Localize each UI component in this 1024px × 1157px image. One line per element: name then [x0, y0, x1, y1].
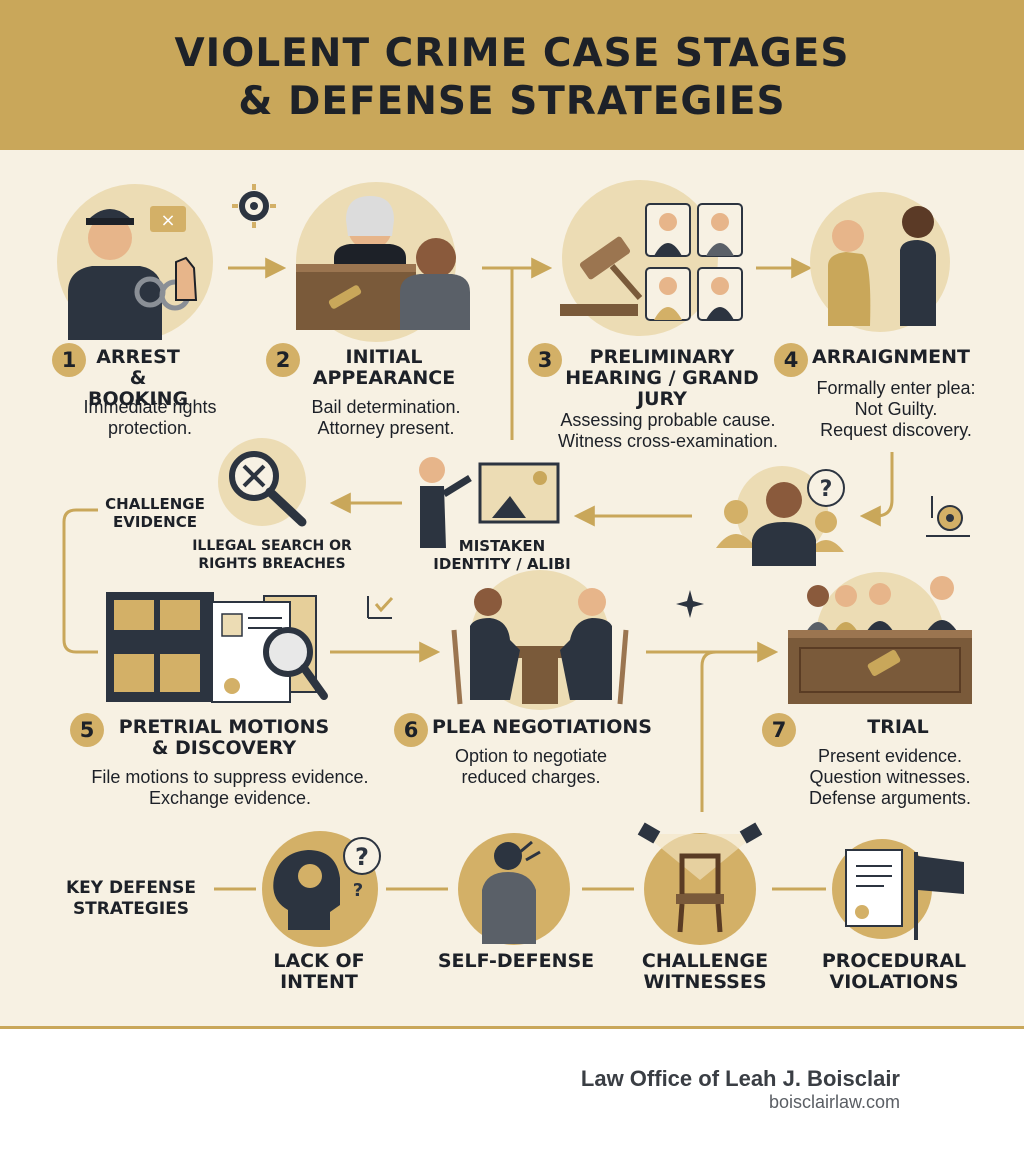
defense-lack-of-intent: LACK OF INTENT — [273, 950, 365, 993]
self-defense-icon — [458, 833, 570, 945]
stage-5-badge: 5 — [70, 713, 104, 747]
stage-2-title: INITIAL APPEARANCE — [312, 346, 456, 389]
arrow-defense-up — [700, 650, 717, 812]
judge-illustration — [296, 182, 470, 342]
stage-4-title: ARRAIGNMENT — [812, 346, 970, 368]
stage-1-description: Immediate rights protection. — [83, 397, 217, 438]
spotlight-small-icon — [926, 496, 970, 537]
defense-challenge-witnesses: CHALLENGE WITNESSES — [641, 950, 769, 993]
page-title: VIOLENT CRIME CASE STAGES & DEFENSE STRA… — [130, 30, 894, 126]
footer — [0, 1026, 1024, 1157]
hearing-illustration — [560, 180, 743, 336]
firm-name: Law Office of Leah J. Boisclair — [580, 1066, 900, 1091]
firm-url-link[interactable]: boisclairlaw.com — [768, 1092, 900, 1112]
stage-3-badge: 3 — [528, 343, 562, 377]
stage-6-description: Option to negotiate reduced charges. — [454, 746, 608, 787]
stage-5-description: File motions to suppress evidence. Excha… — [91, 767, 369, 808]
stage-6-title: PLEA NEGOTIATIONS — [432, 716, 652, 738]
question-group-illustration: ? — [716, 466, 845, 566]
mistaken-identity-label: MISTAKEN IDENTITY / ALIBI — [433, 537, 571, 573]
header-banner — [0, 0, 1024, 150]
stage-4-description: Formally enter plea: Not Guilty. Request… — [816, 378, 976, 440]
arrow-challenge-loop — [62, 508, 98, 654]
stage-4-badge: 4 — [774, 343, 808, 377]
stage-3-description: Assessing probable cause. Witness cross-… — [557, 410, 779, 451]
lack-of-intent-icon: ? ? — [262, 831, 381, 947]
arrow-2-3 — [482, 266, 514, 440]
trial-illustration — [788, 572, 972, 704]
svg-text:?: ? — [355, 843, 369, 871]
arraignment-illustration — [810, 192, 950, 332]
witness-chair-icon — [637, 822, 763, 945]
stage-5-title: PRETRIAL MOTIONS & DISCOVERY — [118, 716, 330, 759]
stage-6-badge: 6 — [394, 713, 428, 747]
arrest-illustration: × — [57, 184, 213, 340]
defense-procedural-violations: PROCEDURAL VIOLATIONS — [821, 950, 967, 993]
magnifier-x-icon — [218, 438, 307, 527]
stage-7-title: TRIAL — [867, 716, 929, 738]
svg-text:?: ? — [353, 880, 363, 901]
sparkle-icon — [676, 590, 704, 618]
challenge-evidence-label: CHALLENGE EVIDENCE — [105, 495, 205, 531]
stage-7-badge: 7 — [762, 713, 796, 747]
defense-self-defense: SELF-DEFENSE — [437, 950, 595, 972]
gear-icon — [232, 184, 276, 228]
stage-7-description: Present evidence. Question witnesses. De… — [808, 746, 972, 808]
stage-1-title: ARREST & BOOKING — [88, 346, 189, 410]
svg-text:×: × — [160, 210, 175, 231]
illegal-search-label: ILLEGAL SEARCH OR RIGHTS BREACHES — [192, 538, 352, 572]
stage-1-badge: 1 — [52, 343, 86, 377]
negotiation-illustration — [451, 570, 629, 710]
files-illustration — [106, 592, 328, 703]
title-line-1: VIOLENT CRIME CASE STAGES — [174, 31, 850, 76]
identity-illustration — [419, 457, 560, 548]
arrow-4-down — [859, 452, 894, 527]
stage-2-badge: 2 — [266, 343, 300, 377]
flow-arrows — [62, 257, 894, 891]
document-flag-icon — [832, 839, 964, 940]
stage-3-title: PRELIMINARY HEARING / GRAND JURY — [565, 346, 759, 410]
defense-heading: KEY DEFENSE STRATEGIES — [65, 878, 197, 919]
title-line-2: & DEFENSE STRATEGIES — [238, 79, 786, 124]
checkmark-icon — [367, 596, 394, 619]
svg-text:?: ? — [820, 477, 833, 502]
stage-2-description: Bail determination. Attorney present. — [311, 397, 461, 438]
